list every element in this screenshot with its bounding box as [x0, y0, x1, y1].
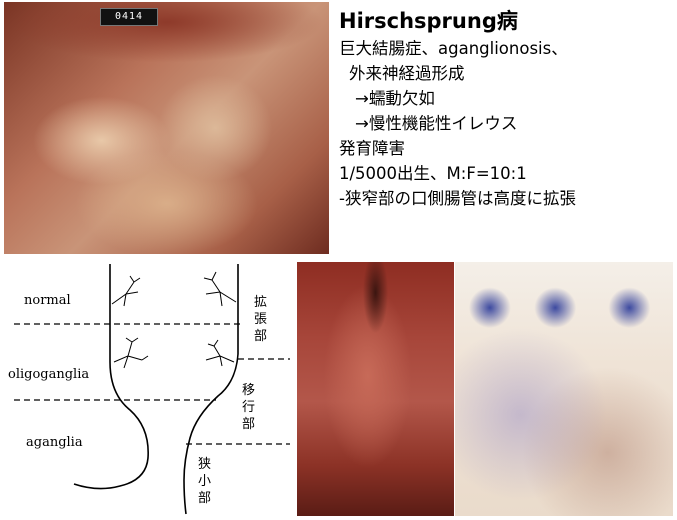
text-line: →慢性機能性イレウス: [355, 114, 518, 133]
segment-label-char: 張: [254, 312, 267, 327]
segment-label-char: 部: [198, 491, 211, 506]
autopsy-photo-dilated-colon: 0414: [4, 2, 329, 254]
slide-title: Hirschsprung病: [339, 9, 518, 33]
ganglion-sketch: [203, 271, 237, 307]
segment-label-dilated: 拡 張 部: [254, 295, 267, 344]
specimen-tag: 0414: [100, 8, 158, 26]
text-line: -狭窄部の口側腸管は高度に拡張: [339, 189, 576, 208]
segment-label-char: 行: [242, 400, 255, 415]
colon-segment-diagram: normal oligoganglia aganglia 拡 張 部 移 行 部…: [8, 264, 290, 515]
segment-label-char: 部: [254, 329, 267, 344]
histology-micrograph: [455, 262, 673, 516]
zone-label-oligoganglia: oligoganglia: [8, 367, 89, 382]
zone-label-aganglia: aganglia: [26, 435, 83, 450]
segment-label-transition: 移 行 部: [242, 383, 255, 432]
text-line: 1/5000出生、M:F=10:1: [339, 164, 527, 183]
ganglion-sketch: [205, 339, 235, 367]
segment-label-char: 狭: [198, 457, 211, 472]
resected-colon-photo: [297, 262, 454, 516]
segment-label-narrow: 狭 小 部: [198, 457, 211, 506]
segment-label-char: 部: [242, 417, 255, 432]
text-line: 外来神経過形成: [349, 64, 465, 83]
segment-label-char: 拡: [254, 295, 267, 310]
text-line: 発育障害: [339, 139, 405, 158]
segment-label-char: 移: [242, 383, 255, 398]
text-line: 巨大結腸症、aganglionosis、: [339, 39, 568, 58]
colon-wall-left: [73, 264, 149, 490]
zone-label-normal: normal: [24, 293, 71, 308]
ganglion-sketch: [111, 275, 141, 307]
segment-label-char: 小: [198, 474, 211, 489]
text-line: →蠕動欠如: [355, 89, 435, 108]
colon-wall-right: [183, 264, 239, 515]
summary-text-block: Hirschsprung病 巨大結腸症、aganglionosis、 外来神経過…: [339, 6, 675, 211]
ganglion-sketch: [113, 337, 149, 369]
